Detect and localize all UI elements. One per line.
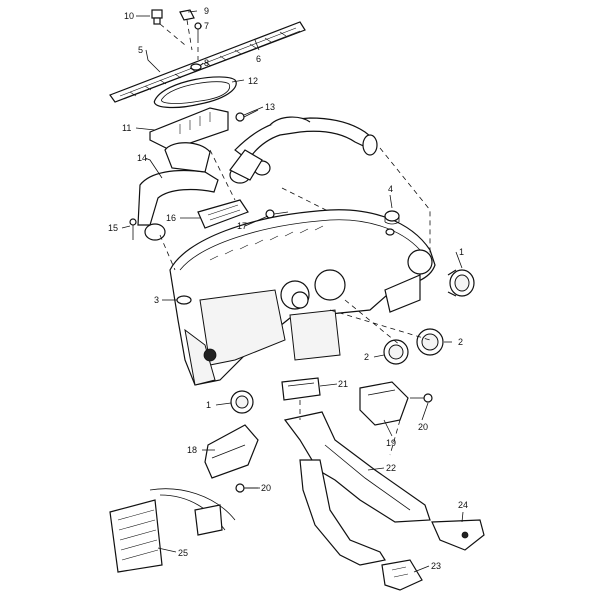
floor-duct-21 <box>281 377 321 401</box>
callout-23: 23 <box>431 561 441 571</box>
vent-outlet-24 <box>431 519 485 551</box>
callout-5: 5 <box>138 45 143 55</box>
callout-7: 7 <box>204 21 209 31</box>
callout-22: 22 <box>386 463 396 473</box>
callout-1-lower: 1 <box>206 400 211 410</box>
callout-11: 11 <box>122 123 131 133</box>
callout-6: 6 <box>256 54 261 64</box>
clip-15 <box>129 218 137 240</box>
callout-12: 12 <box>248 76 258 86</box>
upper-air-duct <box>229 116 378 184</box>
callout-14: 14 <box>137 153 147 163</box>
callout-4: 4 <box>388 184 393 194</box>
callout-labels: 10 9 7 5 6 8 12 13 11 14 4 16 17 15 1 3 … <box>108 6 468 571</box>
callout-10: 10 <box>124 11 134 21</box>
callout-13: 13 <box>265 102 275 112</box>
callout-2-right: 2 <box>458 337 463 347</box>
callout-9: 9 <box>204 6 209 16</box>
cap-4 <box>384 210 400 236</box>
callout-3: 3 <box>154 295 159 305</box>
screw-13 <box>235 109 259 122</box>
cap-3 <box>176 295 192 305</box>
callout-8: 8 <box>204 58 209 68</box>
round-vent-center-2 <box>383 339 409 365</box>
callout-20-left: 20 <box>261 483 271 493</box>
bracket-19 <box>359 381 409 426</box>
callout-24: 24 <box>458 500 468 510</box>
clip-parts-top <box>151 9 202 60</box>
callout-15: 15 <box>108 223 118 233</box>
floor-duct-22 <box>283 411 431 566</box>
callout-19: 19 <box>386 438 396 448</box>
washer-part <box>190 63 202 71</box>
round-vent-center-1 <box>416 328 444 356</box>
callout-17: 17 <box>237 221 247 231</box>
round-vent-right <box>447 269 475 297</box>
gasket-ring <box>153 76 237 109</box>
callout-21: 21 <box>338 379 348 389</box>
callout-2-left: 2 <box>364 352 369 362</box>
callout-25: 25 <box>178 548 188 558</box>
side-vent-16 <box>197 199 249 229</box>
round-vent-lower <box>230 390 254 414</box>
center-defrost-vent <box>149 107 229 151</box>
screw-20a <box>410 393 433 403</box>
bracket-18 <box>204 424 259 479</box>
left-air-duct <box>137 142 219 241</box>
dashboard-panel <box>169 209 436 386</box>
callout-16: 16 <box>166 213 176 223</box>
assembly-lines <box>159 147 431 456</box>
callout-20-right: 20 <box>418 422 428 432</box>
callout-18: 18 <box>187 445 197 455</box>
grille-25 <box>109 488 236 573</box>
callout-1-right: 1 <box>459 247 464 257</box>
vent-outlet-23 <box>381 559 423 591</box>
leader-lines <box>121 10 464 573</box>
